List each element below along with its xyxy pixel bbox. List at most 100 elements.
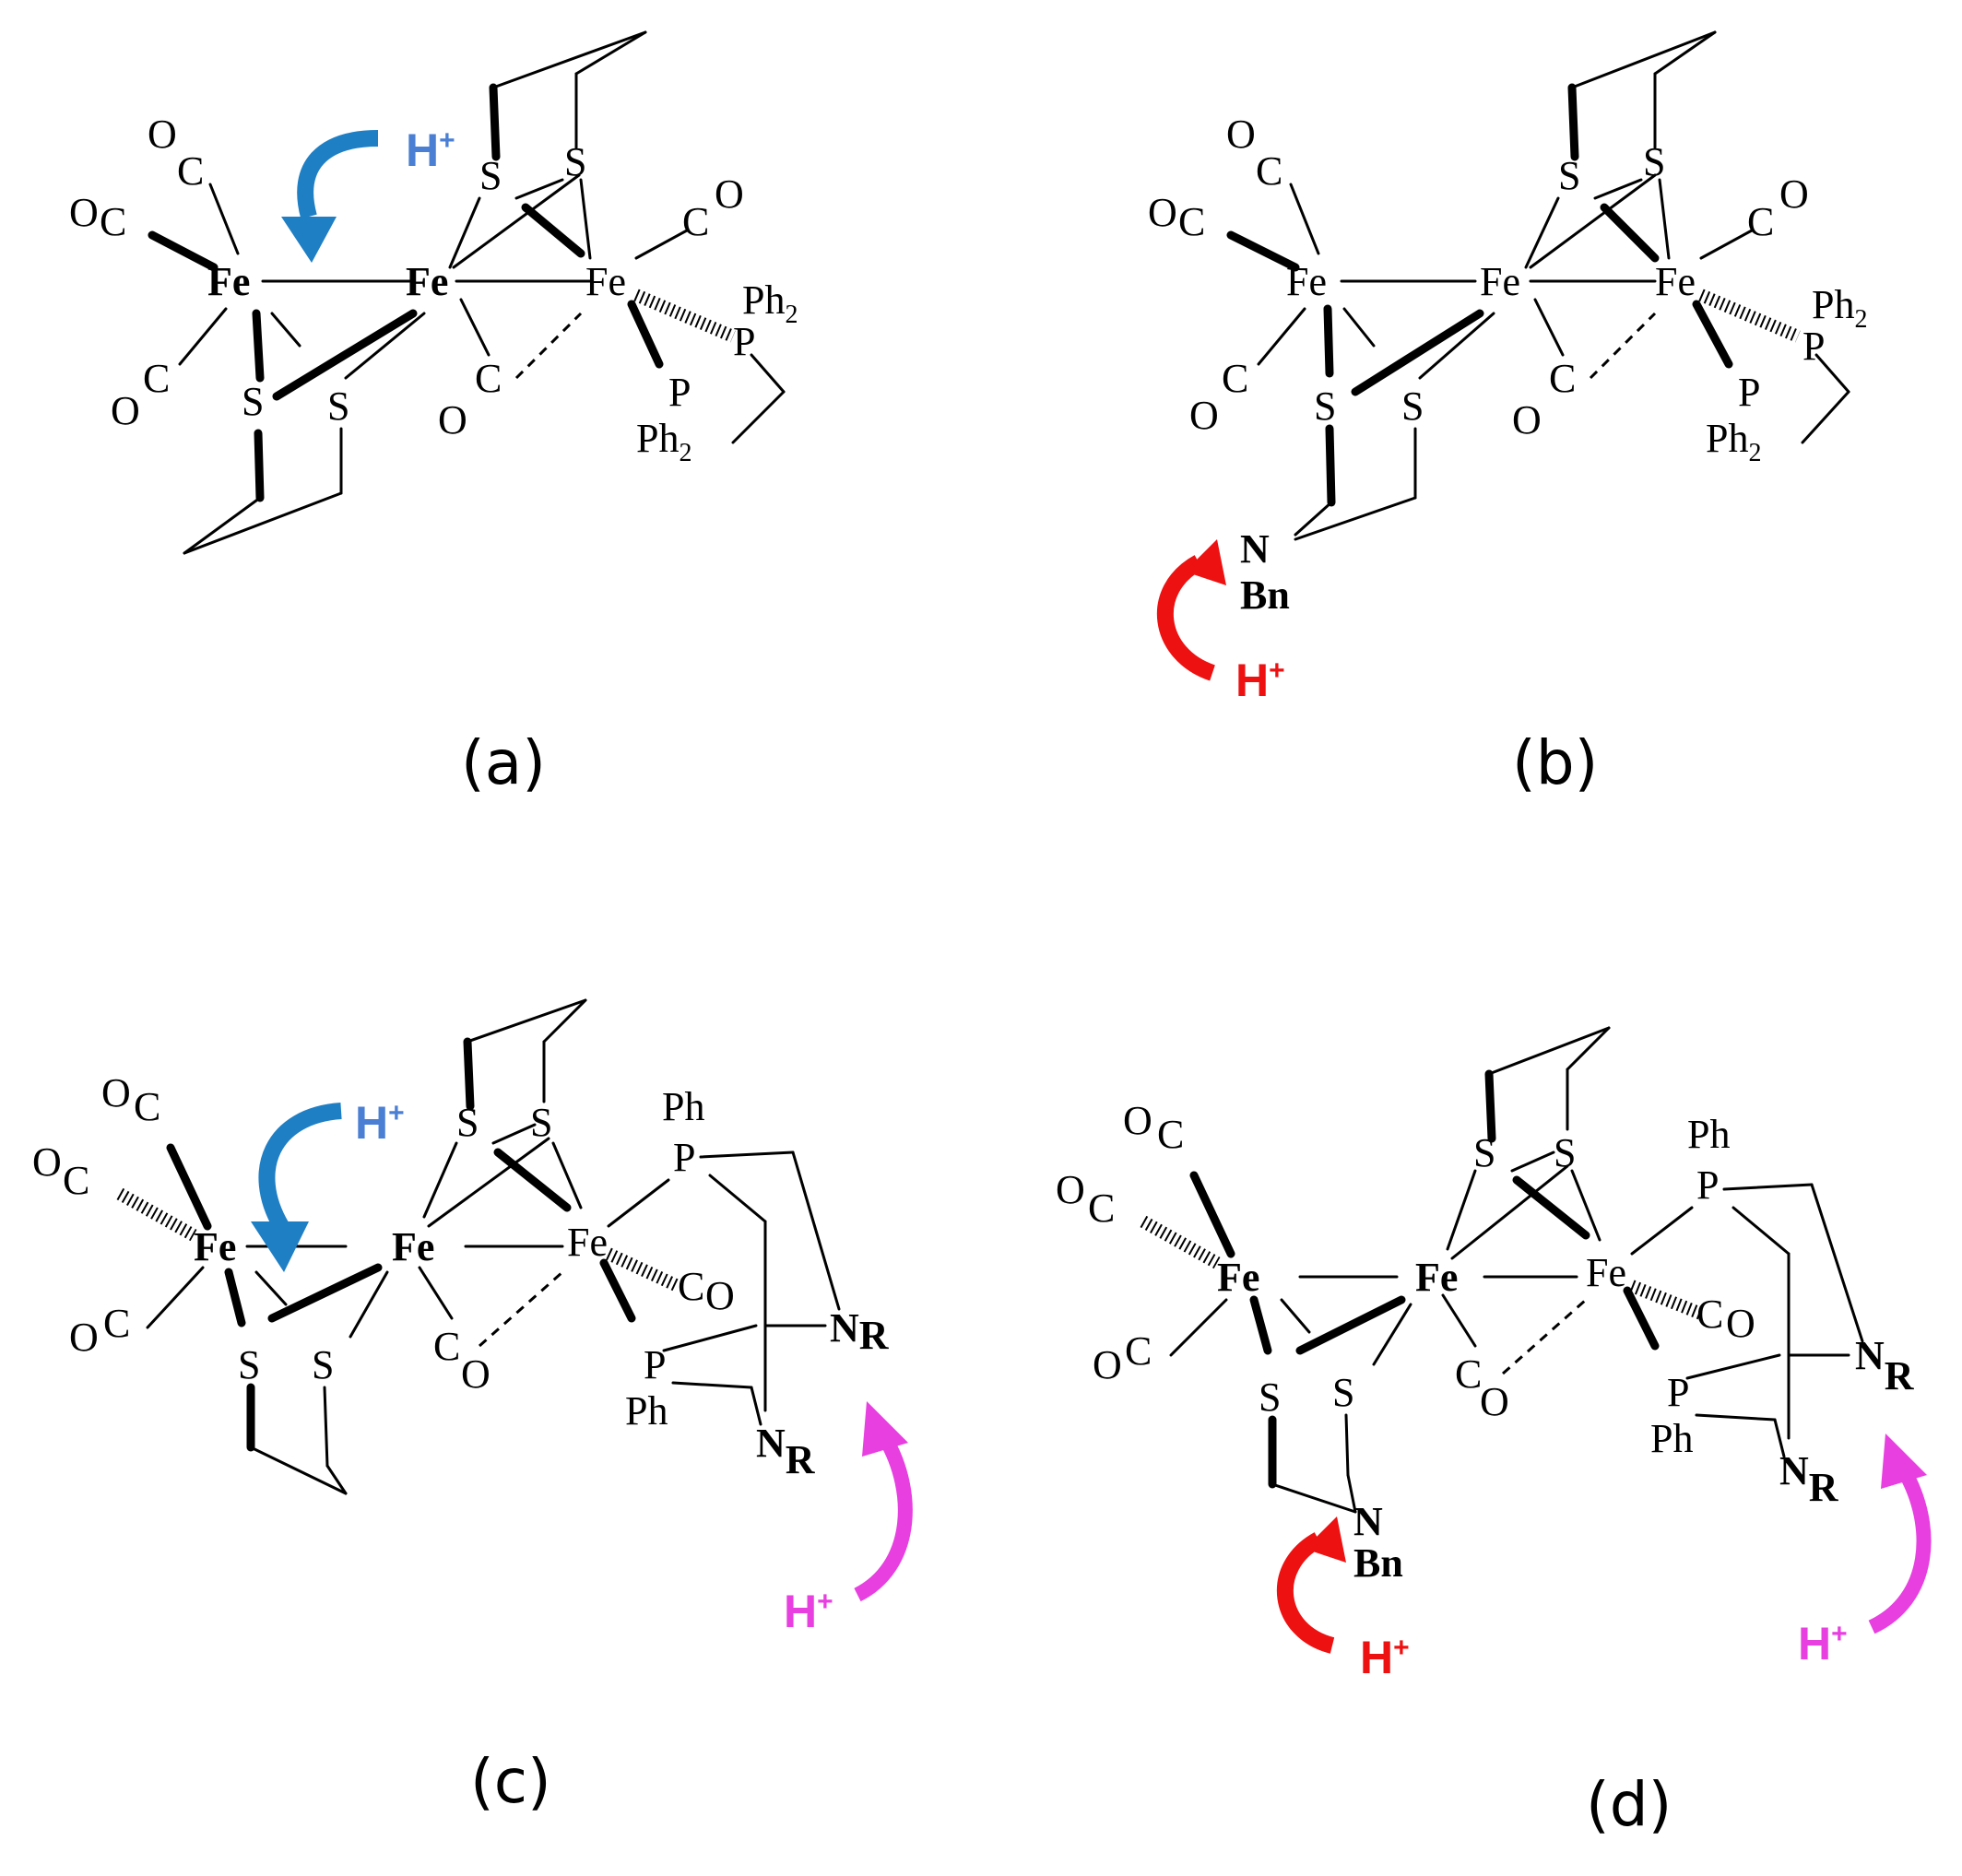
bond [254, 1270, 288, 1306]
bond [599, 1258, 636, 1323]
ph-label: Ph2 [636, 416, 691, 467]
c-atom: C [143, 356, 170, 401]
bond [493, 1148, 572, 1212]
bond [1512, 1175, 1590, 1240]
bn-label: Bn [1353, 1540, 1403, 1586]
bond [323, 1386, 329, 1468]
bond [1295, 1295, 1406, 1355]
bond [1510, 1150, 1555, 1173]
bond [1450, 1164, 1569, 1260]
bond [252, 309, 265, 383]
o-atom: O [1726, 1301, 1755, 1346]
arrow-head [1881, 1434, 1927, 1489]
bond [224, 1268, 246, 1327]
o-atom: O [1480, 1379, 1509, 1424]
ph-label: Ph2 [1812, 282, 1867, 334]
bond [1344, 1413, 1350, 1477]
bond [272, 309, 418, 401]
o-atom: O [1512, 397, 1542, 442]
fe-atom: Fe [406, 259, 448, 304]
panel-caption: (b) [1512, 727, 1598, 798]
s-atom: S [1473, 1130, 1495, 1175]
bond [1325, 424, 1336, 507]
c-atom: C [1696, 1292, 1723, 1337]
bond [146, 1266, 205, 1329]
arrow-head [281, 217, 337, 263]
bond [479, 1270, 563, 1348]
proton-arrow [258, 1103, 342, 1231]
bond [1653, 30, 1717, 76]
bond [427, 1137, 550, 1228]
c-atom: C [1747, 199, 1774, 244]
panel-caption: (c) [470, 1746, 551, 1817]
p-atom: P [1696, 1162, 1719, 1208]
bond [148, 230, 219, 272]
fe-atom: Fe [1586, 1250, 1626, 1295]
proton-arrow [1276, 1532, 1335, 1654]
h-plus-label: H+ [355, 1097, 405, 1149]
bond [699, 1150, 795, 1159]
nr-label: NR [1855, 1333, 1915, 1398]
s-atom: S [456, 1100, 479, 1145]
c-atom: C [103, 1301, 130, 1346]
bond [1567, 83, 1579, 161]
bond [750, 1386, 762, 1426]
fe-atom: Fe [392, 1224, 434, 1269]
bond [1698, 289, 1801, 343]
bond [422, 1141, 458, 1219]
c-atom: C [63, 1158, 89, 1203]
s-atom: S [530, 1100, 552, 1145]
bond [671, 1381, 753, 1389]
bond [1140, 1215, 1221, 1269]
bond [116, 1187, 197, 1242]
bond [1566, 1026, 1611, 1071]
bond [1570, 30, 1717, 89]
arrow-head [251, 1221, 309, 1272]
bond [325, 1464, 348, 1495]
s-atom: S [1259, 1375, 1281, 1420]
h-plus-label: H+ [406, 124, 455, 176]
bond [1418, 312, 1495, 380]
s-atom: S [327, 383, 349, 429]
o-atom: O [1779, 171, 1809, 217]
bond [1189, 1171, 1235, 1258]
bond [514, 312, 583, 380]
bond [491, 1123, 537, 1145]
bond [1630, 1206, 1694, 1256]
c-atom: C [1178, 199, 1205, 244]
fe-atom: Fe [585, 259, 626, 304]
bond [708, 1174, 767, 1223]
panel-caption: (d) [1586, 1769, 1672, 1840]
bond [1692, 300, 1733, 369]
s-atom: S [1558, 153, 1580, 198]
bond [267, 1263, 383, 1323]
proton-arrow [1156, 555, 1216, 681]
bond [1372, 1303, 1412, 1366]
bond [1685, 1353, 1781, 1380]
proton-arrow [297, 130, 379, 219]
p-atom: P [644, 1342, 666, 1387]
p-atom: P [668, 370, 691, 415]
h-plus-label: H+ [1798, 1618, 1848, 1670]
bond [1629, 1280, 1704, 1320]
bond [254, 429, 265, 502]
o-atom: O [438, 397, 467, 442]
bond [662, 1324, 758, 1352]
bond [1249, 1295, 1272, 1355]
s-atom: S [242, 379, 264, 424]
bond [1658, 178, 1671, 260]
s-atom: S [312, 1342, 334, 1387]
fe-atom: Fe [1286, 259, 1327, 304]
ph-label: Ph [662, 1084, 704, 1129]
bond [627, 300, 664, 369]
c-atom: C [475, 356, 502, 401]
h-plus-label: H+ [1235, 655, 1285, 706]
s-atom: S [1401, 383, 1424, 429]
bond [1570, 1169, 1602, 1242]
bond [791, 1150, 841, 1311]
bond [1169, 1298, 1228, 1357]
bond [491, 30, 647, 89]
s-atom: S [1643, 139, 1665, 184]
bond [1487, 1026, 1611, 1076]
bond [1699, 229, 1754, 260]
